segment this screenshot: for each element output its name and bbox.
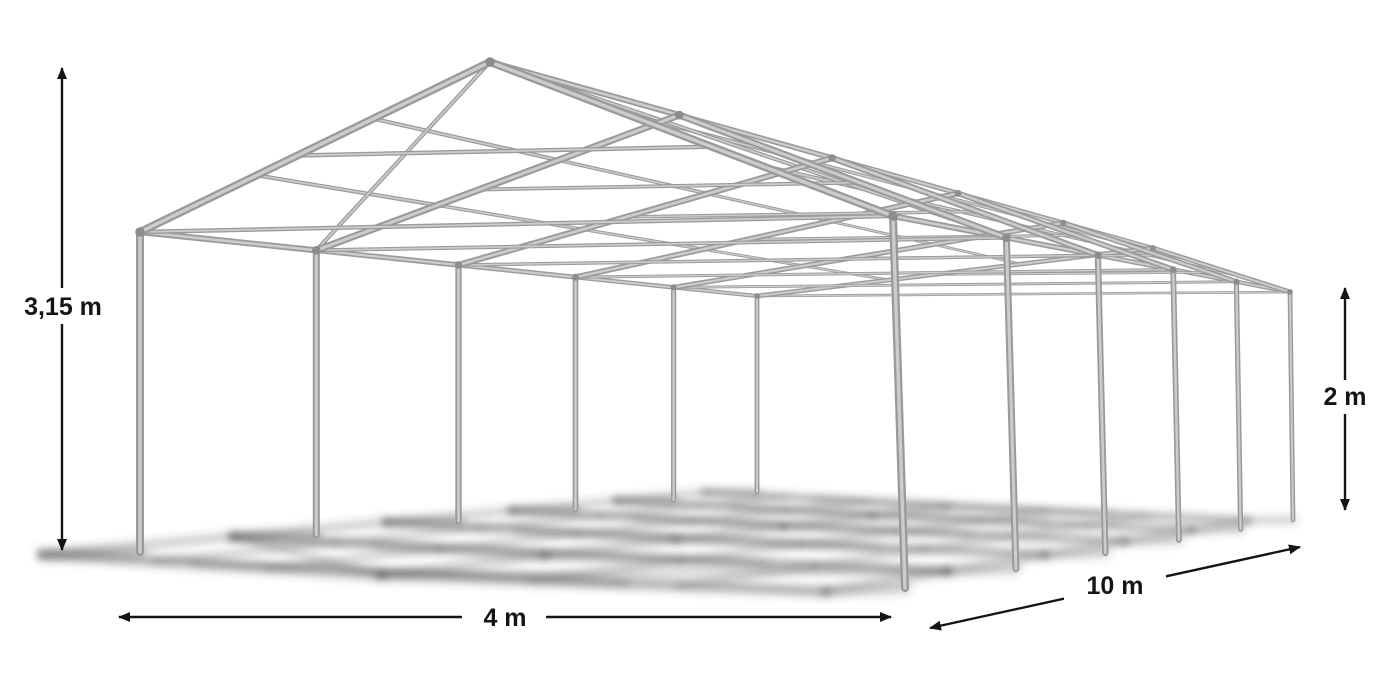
- length-label: 10 m: [1087, 572, 1144, 600]
- side-height-label-background: [1312, 380, 1378, 414]
- length-label-background: [1064, 566, 1166, 602]
- dimension-length: 10 m: [929, 544, 1301, 631]
- frame-structure: [136, 58, 1296, 592]
- dimension-width: 4 m: [118, 598, 892, 634]
- width-label-background: [462, 598, 546, 634]
- ridge-height-label: 3,15 m: [24, 293, 102, 321]
- ground-shadow: [35, 487, 1298, 598]
- ridge-height-label-background: [14, 288, 112, 324]
- width-label: 4 m: [483, 604, 526, 632]
- dimension-ridge-height: 3,15 m: [14, 67, 112, 551]
- side-height-label: 2 m: [1323, 383, 1366, 411]
- dimension-side-height: 2 m: [1312, 287, 1378, 511]
- frame-joints: [135, 57, 1293, 299]
